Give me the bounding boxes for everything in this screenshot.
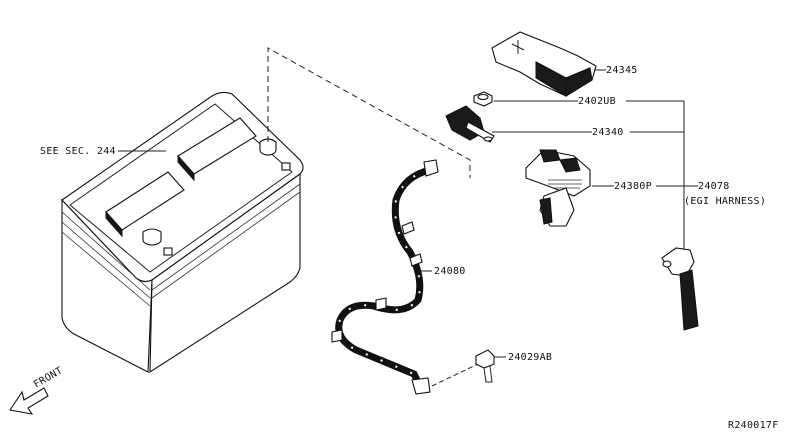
part-label-24078: 24078 — [698, 181, 730, 192]
part-label-24380p: 24380P — [614, 181, 652, 192]
front-label: FRONT — [32, 365, 65, 390]
guide-dashed-line — [267, 47, 471, 178]
egi-harness-24078 — [661, 247, 699, 331]
fuse-block-24380p — [525, 149, 591, 227]
terminal-cover-24345 — [491, 31, 597, 97]
drawing-code: R240017F — [728, 420, 779, 431]
battery-terminal-24340 — [445, 105, 495, 143]
part-label-2402ub: 2402UB — [578, 96, 616, 107]
battery — [61, 91, 304, 374]
see-section-label: SEE SEC. 244 — [40, 146, 116, 157]
part-label-24340: 24340 — [592, 127, 624, 138]
bolt-24029ab — [475, 349, 495, 383]
part-label-24345: 24345 — [606, 65, 638, 76]
front-direction-arrow: FRONT — [9, 365, 65, 415]
nut-2402ub — [473, 91, 493, 107]
guide-dashed-line-bolt — [431, 363, 479, 387]
battery-cable-24080 — [331, 159, 439, 395]
part-label-24029ab: 24029AB — [508, 352, 552, 363]
part-label-24080: 24080 — [434, 266, 466, 277]
part-label-24078-note: (EGI HARNESS) — [684, 196, 766, 207]
